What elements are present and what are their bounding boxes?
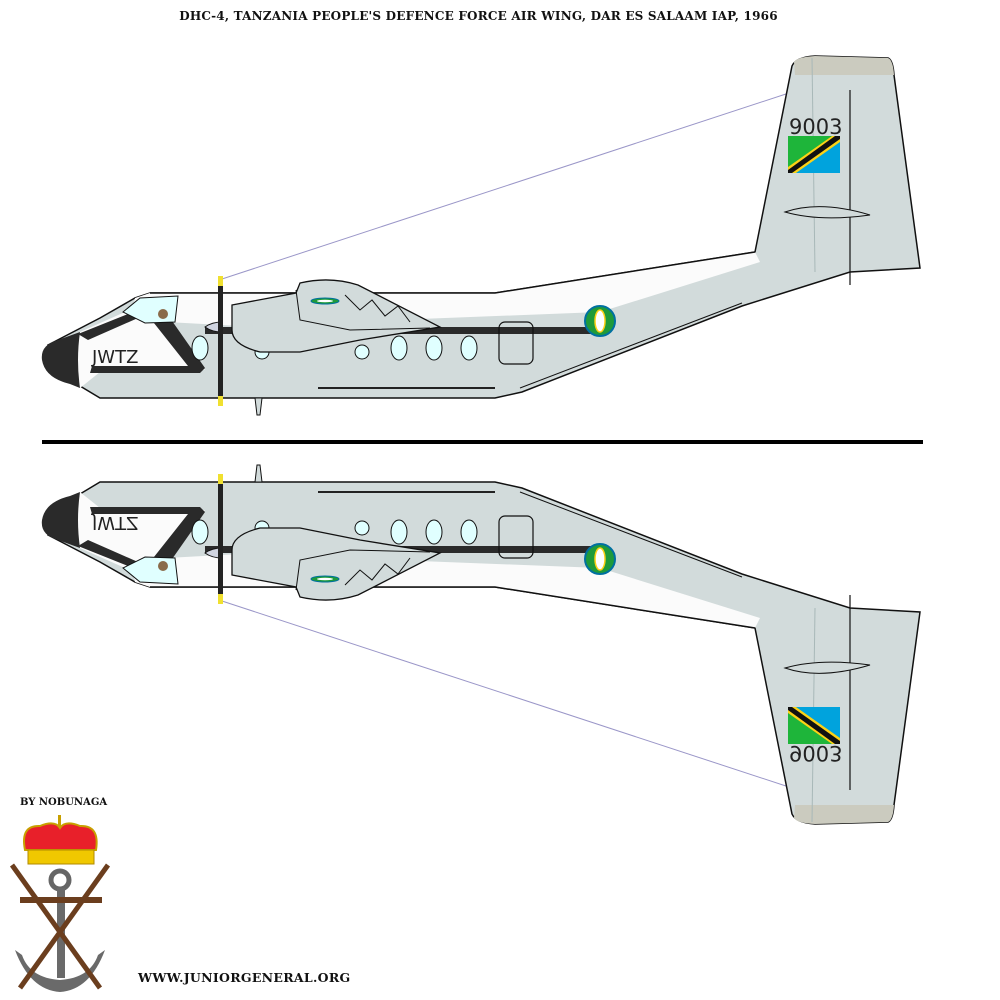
tail-serial: 9003 — [789, 115, 842, 139]
nose-code: JWTZ — [91, 347, 138, 368]
website-credit: WWW.JUNIORGENERAL.ORG — [138, 970, 351, 985]
aircraft-right-profile: 9003 JWTZ — [40, 464, 922, 825]
aircraft-left-profile — [40, 55, 922, 416]
nose-code-mirrored: JWTZ — [91, 512, 138, 533]
emblem-logo — [9, 815, 111, 992]
sheet-title: DHC-4, TANZANIA PEOPLE'S DEFENCE FORCE A… — [179, 9, 778, 23]
separator-line — [42, 440, 923, 444]
author-credit: BY NOBUNAGA — [20, 797, 108, 808]
tail-serial-mirrored: 9003 — [789, 741, 842, 765]
